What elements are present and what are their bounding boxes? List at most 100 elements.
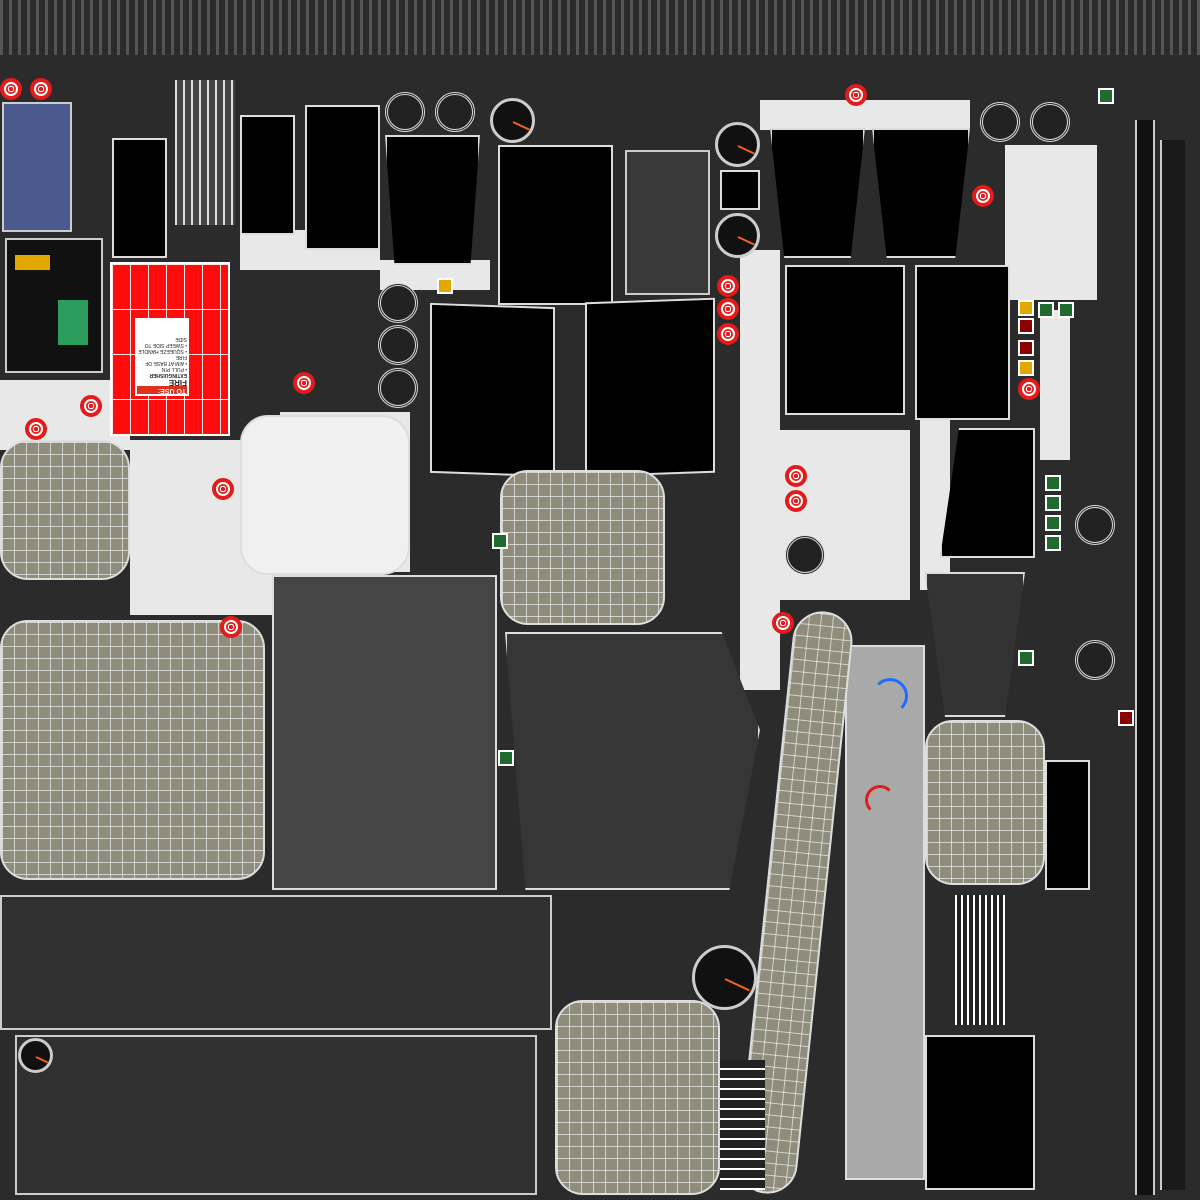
center-strip (845, 645, 925, 1180)
top-strip (0, 0, 1200, 55)
right-rail (1135, 120, 1155, 1195)
knob-ring (785, 535, 825, 575)
knob-ring (1075, 505, 1115, 545)
label-step: • AIM AT BASE OF FIRE (145, 354, 187, 366)
green-chip (58, 300, 88, 345)
indicator-light (437, 278, 453, 294)
red-arc-indicator (865, 785, 895, 815)
red-emblem-icon (0, 78, 22, 100)
indicator-light (1018, 650, 1034, 666)
red-emblem-icon (785, 465, 807, 487)
label-subtitle: EXTINGUISHER (149, 372, 187, 378)
red-emblem-icon (220, 616, 242, 638)
red-emblem-icon (25, 418, 47, 440)
gauge-needle (724, 977, 749, 991)
gauge-dial (18, 1038, 53, 1073)
right-rail (1160, 140, 1185, 1190)
red-emblem-icon (785, 490, 807, 512)
light-panel (920, 420, 950, 590)
gauge-needle (512, 120, 529, 130)
vent-grille (175, 80, 235, 225)
red-emblem-icon (972, 185, 994, 207)
dark-panel-left (272, 575, 497, 890)
red-emblem-icon (717, 275, 739, 297)
gauge-needle (35, 1055, 48, 1063)
gauge-dial (715, 122, 760, 167)
black-screen (915, 265, 1010, 420)
red-emblem-icon (80, 395, 102, 417)
dark-panel-center (505, 632, 760, 890)
label-step: • SQUEEZE HANDLE (138, 348, 187, 354)
light-panel (760, 100, 970, 130)
light-panel (770, 430, 910, 600)
knob-ring (378, 283, 418, 323)
gauge-dial (692, 945, 757, 1010)
indicator-light (1045, 515, 1061, 531)
gauge-dial (715, 213, 760, 258)
red-emblem-icon (212, 478, 234, 500)
black-screen (925, 1035, 1035, 1190)
red-emblem-icon (30, 78, 52, 100)
stair-grille (720, 1060, 765, 1190)
indicator-light (498, 750, 514, 766)
indicator-light (1018, 300, 1034, 316)
display-panel-left (430, 302, 555, 478)
red-emblem-icon (293, 372, 315, 394)
seat-cushion (555, 1000, 720, 1195)
seat-cushion (925, 720, 1045, 885)
light-panel (1040, 310, 1070, 460)
knob-ring (1030, 102, 1070, 142)
red-emblem-icon (1018, 378, 1040, 400)
knob-ring (385, 92, 425, 132)
indicator-light (492, 533, 508, 549)
seat-cushion (500, 470, 665, 625)
indicator-light (1045, 535, 1061, 551)
knob-ring (378, 325, 418, 365)
seat-cushion (0, 440, 130, 580)
black-screen (720, 170, 760, 210)
black-screen (112, 138, 167, 258)
indicator-light (1118, 710, 1134, 726)
red-emblem-icon (845, 84, 867, 106)
black-screen (305, 105, 380, 250)
gray-panel (625, 150, 710, 295)
gauge-dial (490, 98, 535, 143)
indicator-light (1098, 88, 1114, 104)
indicator-light (1038, 302, 1054, 318)
knob-ring (1075, 640, 1115, 680)
bottom-panel-upper (0, 895, 552, 1030)
label-title: FIRE (168, 378, 187, 387)
dark-device (925, 572, 1025, 717)
light-panel (0, 380, 130, 450)
gauge-needle (737, 235, 754, 245)
black-screen (785, 265, 905, 415)
indicator-light (1018, 340, 1034, 356)
black-screen (1045, 760, 1090, 890)
blue-panel (2, 102, 72, 232)
red-emblem-icon (717, 298, 739, 320)
trapezoid-panel (385, 135, 480, 265)
label-heading: TO USE: (137, 386, 187, 394)
knob-ring (435, 92, 475, 132)
knob-ring (980, 102, 1020, 142)
knob-ring (378, 368, 418, 408)
bottom-panel-lower (15, 1035, 537, 1195)
label-step: • PULL PIN (161, 366, 187, 372)
black-screen (498, 145, 613, 305)
blue-arc-indicator (872, 678, 908, 714)
red-emblem-icon (772, 612, 794, 634)
gauge-needle (737, 144, 754, 154)
indicator-light (1045, 475, 1061, 491)
seat-cushion (240, 415, 410, 575)
yellow-chip (15, 255, 50, 270)
indicator-light (1018, 360, 1034, 376)
vent-grille (955, 895, 1005, 1025)
trapezoid-panel (872, 128, 970, 258)
red-emblem-icon (717, 323, 739, 345)
indicator-light (1058, 302, 1074, 318)
trapezoid-panel (770, 128, 865, 258)
light-panel (1005, 145, 1097, 300)
seat-cushion (0, 620, 265, 880)
indicator-light (1045, 495, 1061, 511)
fire-extinguisher-label: TO USE: FIRE EXTINGUISHER • PULL PIN • A… (135, 318, 189, 396)
